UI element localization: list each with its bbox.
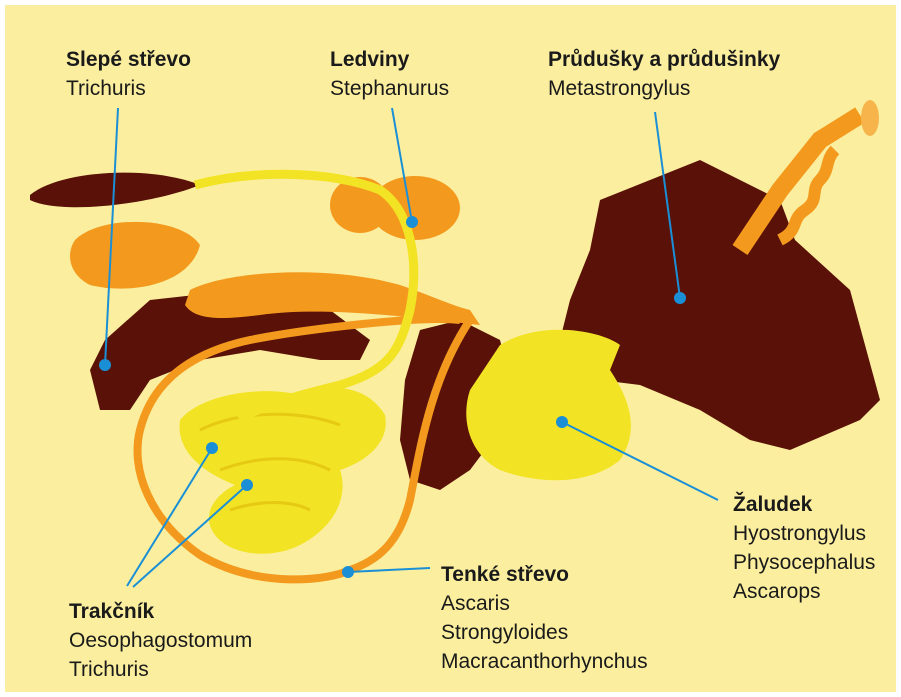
label-stomach-item: Hyostrongylus — [733, 519, 875, 548]
label-cecum: Slepé střevo Trichuris — [66, 45, 191, 103]
label-stomach-title: Žaludek — [733, 490, 875, 519]
cecum-shape — [70, 222, 200, 289]
label-bronchi-title: Průdušky a průdušinky — [548, 45, 780, 74]
label-cecum-title: Slepé střevo — [66, 45, 191, 74]
label-small-intestine-item: Strongyloides — [441, 618, 648, 647]
label-stomach-item: Ascarops — [733, 577, 875, 606]
esophagus-dark-shape — [30, 173, 200, 208]
label-small-intestine-title: Tenké střevo — [441, 560, 648, 589]
label-colon-title: Trakčník — [69, 597, 252, 626]
label-small-intestine: Tenké střevo Ascaris Strongyloides Macra… — [441, 560, 648, 676]
label-small-intestine-item: Ascaris — [441, 589, 648, 618]
label-stomach: Žaludek Hyostrongylus Physocephalus Asca… — [733, 490, 875, 606]
label-bronchi: Průdušky a průdušinky Metastrongylus — [548, 45, 780, 103]
label-kidneys: Ledviny Stephanurus — [330, 45, 449, 103]
label-stomach-item: Physocephalus — [733, 548, 875, 577]
label-bronchi-item: Metastrongylus — [548, 74, 780, 103]
label-cecum-item: Trichuris — [66, 74, 191, 103]
label-colon: Trakčník Oesophagostomum Trichuris — [69, 597, 252, 684]
label-kidneys-title: Ledviny — [330, 45, 449, 74]
label-kidneys-item: Stephanurus — [330, 74, 449, 103]
label-colon-item: Oesophagostomum — [69, 626, 252, 655]
kidney-right-shape — [370, 176, 460, 240]
trachea-shape — [740, 115, 860, 250]
label-colon-item: Trichuris — [69, 655, 252, 684]
label-small-intestine-item: Macracanthorhynchus — [441, 647, 648, 676]
trachea-opening-shape — [861, 100, 879, 136]
small-intestine-coils-shape — [180, 388, 386, 554]
